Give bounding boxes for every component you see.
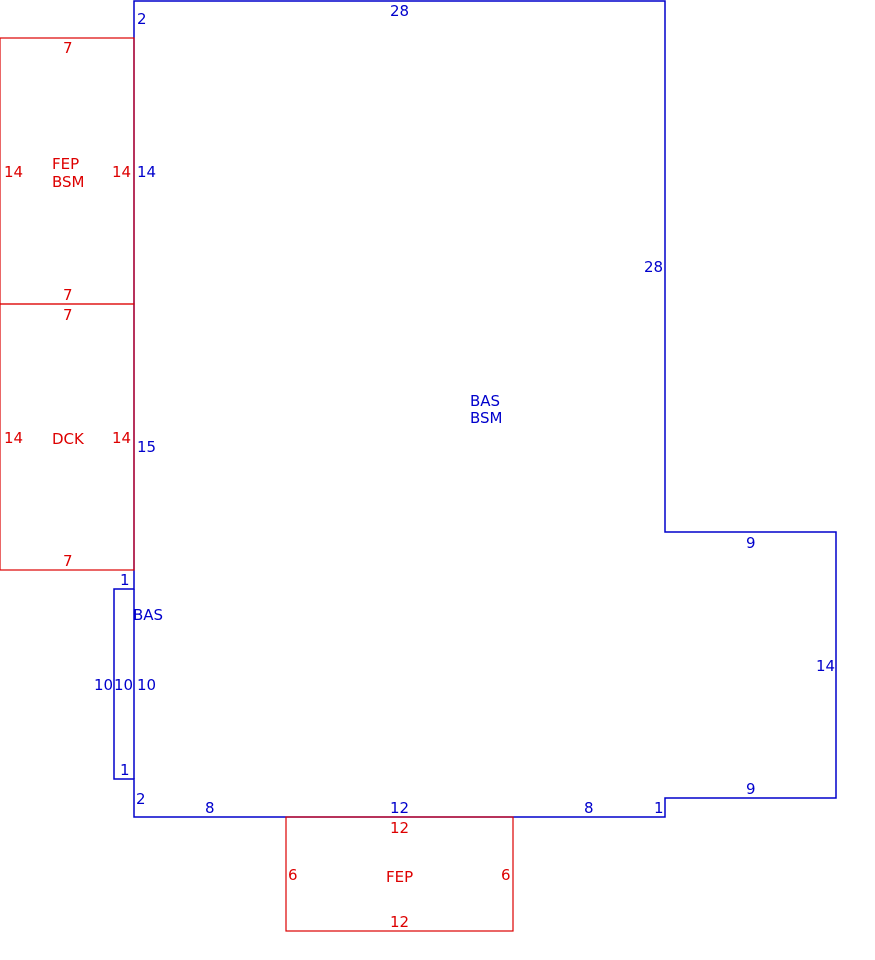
fep-bsm-area-code-2: BSM [52,173,85,191]
dck-area-code: DCK [52,430,85,448]
fep-area-code: FEP [386,868,413,886]
dim-main-top-left-corner: 2 [137,10,147,28]
dim-ext-right: 14 [816,657,835,675]
dim-main-bottom-left-corner: 2 [136,790,146,808]
dim-fep-top: 12 [390,819,409,837]
dim-dck-right: 14 [112,429,131,447]
dim-main-left-middle: 15 [137,438,156,456]
dim-dck-top: 7 [63,306,73,324]
dim-dck-left: 14 [4,429,23,447]
dim-main-bottom-step: 1 [654,799,664,817]
dim-fep-bottom: 12 [390,913,409,931]
bump-area-code: BAS [133,606,163,624]
fep-bsm-area-code-1: FEP [52,155,79,173]
dim-main-left-below-bump: 1 [120,761,130,779]
dim-fep-bsm-top: 7 [63,39,73,57]
dim-fep-bsm-bottom: 7 [63,286,73,304]
dck-outline [0,303,135,571]
dim-main-bottom-right: 8 [584,799,594,817]
dim-main-bottom-center: 12 [390,799,409,817]
fep-outline [285,816,514,932]
dim-bump-outer: 10 [94,676,113,694]
dim-main-left-above-bump: 1 [120,571,130,589]
dim-fep-right: 6 [501,866,511,884]
dim-main-top: 28 [390,2,409,20]
dim-main-left-bump: 10 [137,676,156,694]
dim-main-right: 28 [644,258,663,276]
dim-ext-top: 9 [746,534,756,552]
dim-bump-inner: 10 [114,676,133,694]
main-area-code-1: BAS [470,392,500,410]
dim-ext-bottom: 9 [746,780,756,798]
dim-fep-bsm-right: 14 [112,163,131,181]
main-structure-outline [113,0,837,818]
dim-dck-bottom: 7 [63,552,73,570]
main-area-code-2: BSM [470,409,503,427]
dim-fep-left: 6 [288,866,298,884]
dim-main-left-upper: 14 [137,163,156,181]
dim-fep-bsm-left: 14 [4,163,23,181]
dim-main-bottom-left: 8 [205,799,215,817]
